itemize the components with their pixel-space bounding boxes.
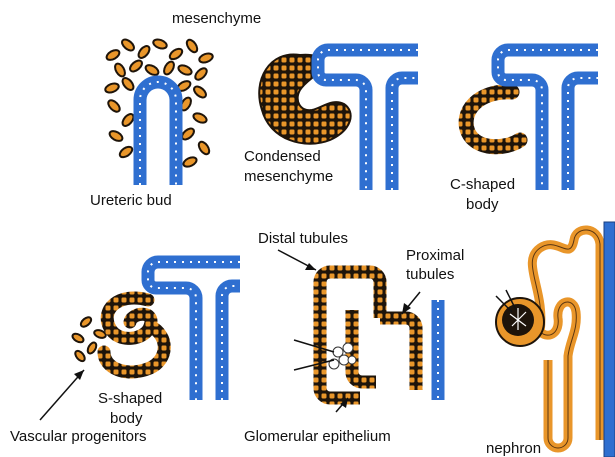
c-shaped-body-shape bbox=[466, 92, 520, 147]
ureteric-bud-tube bbox=[140, 82, 176, 185]
nephron-label: nephron bbox=[486, 440, 541, 457]
condensed-label-line2: mesenchyme bbox=[244, 168, 333, 185]
s-shaped-label-line2: body bbox=[110, 410, 143, 427]
distal-tubules-label: Distal tubules bbox=[258, 230, 348, 247]
mesenchyme-label: mesenchyme bbox=[172, 10, 261, 27]
nephron-tubule bbox=[532, 230, 600, 448]
mesenchyme-cells bbox=[104, 37, 214, 168]
proximal-tubule bbox=[352, 272, 380, 382]
proximal-label-line2: tubules bbox=[406, 266, 454, 283]
c-shaped-label-line2: body bbox=[466, 196, 499, 213]
ureteric-bud-label: Ureteric bud bbox=[90, 192, 172, 209]
s-shaped-body-shape bbox=[104, 298, 164, 372]
c-shaped-label-line1: C-shaped bbox=[450, 176, 515, 193]
panel-c-shaped-body bbox=[466, 50, 598, 190]
condensed-label-line1: Condensed bbox=[244, 148, 321, 165]
panel-nephron bbox=[496, 222, 615, 457]
vascular-progenitors-arrow bbox=[40, 370, 84, 420]
s-shaped-label-line1: S-shaped bbox=[98, 390, 162, 407]
proximal-label-line1: Proximal bbox=[406, 247, 464, 264]
glomerular-epithelium-label: Glomerular epithelium bbox=[244, 428, 391, 445]
proximal-tubule-2 bbox=[380, 318, 416, 390]
collecting-duct-3 bbox=[498, 50, 598, 190]
vascular-progenitors-label: Vascular progenitors bbox=[10, 428, 146, 445]
nephron-collecting-duct bbox=[604, 222, 615, 457]
condensed-mesenchyme-blob bbox=[259, 54, 350, 143]
panel-ureteric-bud bbox=[104, 37, 214, 185]
